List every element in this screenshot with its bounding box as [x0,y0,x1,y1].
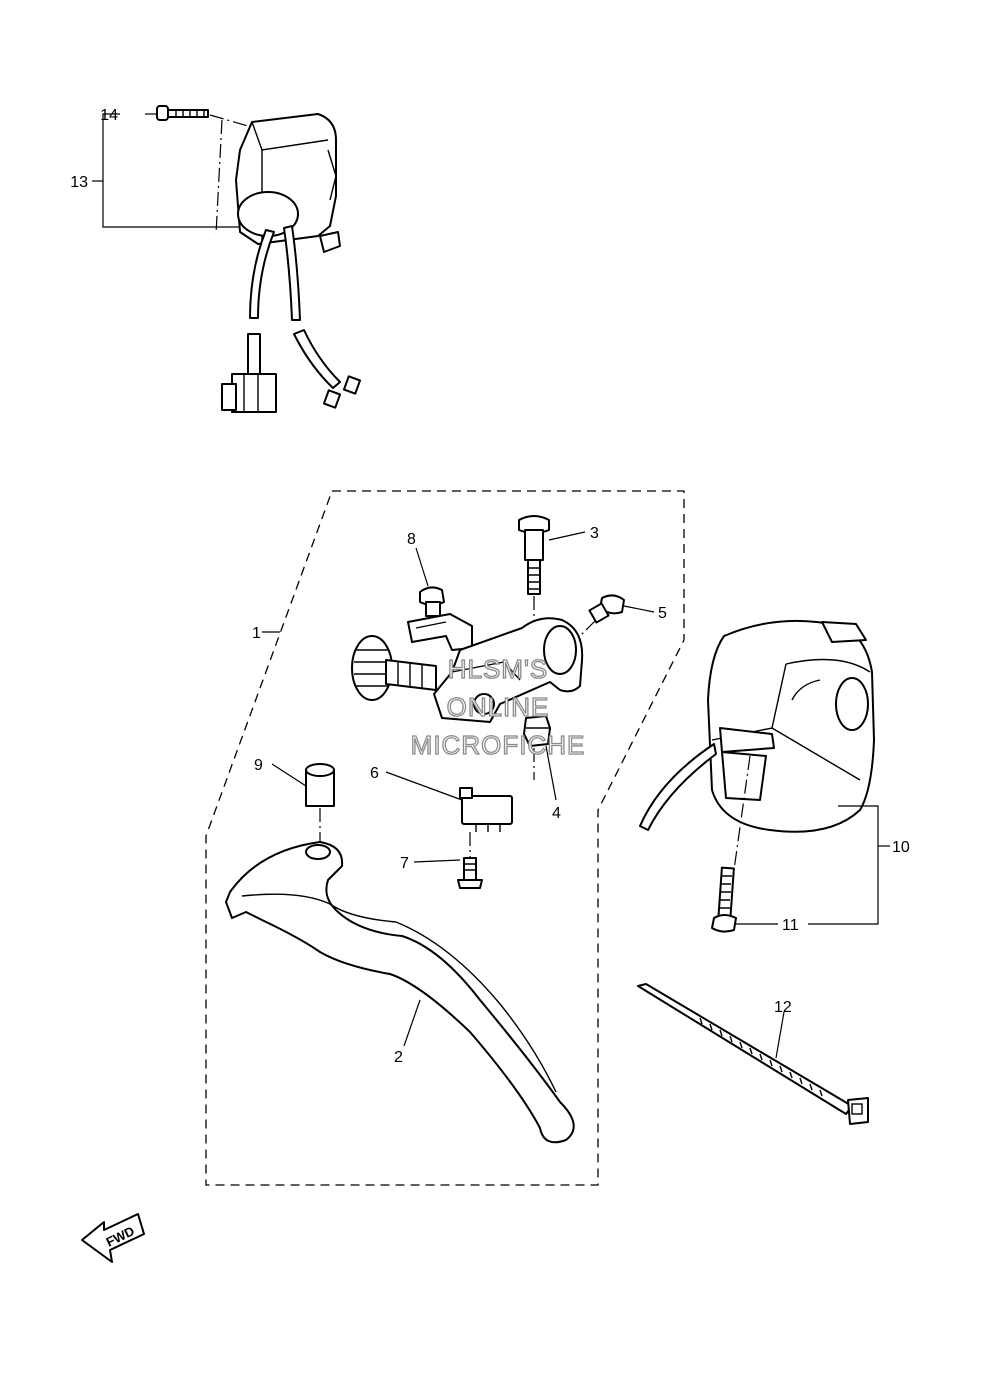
screw-8 [415,547,445,617]
watermark-line-2: ONLINE [447,692,550,722]
switch-6 [385,771,513,832]
watermark-line-1: HLSM'S [448,654,549,684]
watermark-line-3: MICROFICHE [411,730,586,760]
pivot-bolt-3 [518,515,586,640]
callout-13: 13 [70,174,88,191]
assembly-1-outline [205,490,685,1186]
callout-2: 2 [394,1049,403,1066]
nut-4 [523,715,557,801]
callout-14: 14 [100,107,118,124]
screw-14 [156,105,209,121]
fwd-arrow-icon: FWD [81,1213,145,1263]
screw-5 [575,594,655,641]
collar-9 [271,763,335,846]
callout-10: 10 [892,839,910,856]
screw-7 [413,832,483,889]
lever-holder [351,613,584,780]
callout-11: 11 [782,917,799,934]
cable-tie-12 [637,983,869,1125]
callout-7: 7 [400,855,409,872]
callout-9: 9 [254,757,263,774]
clutch-lever-2 [225,841,575,1144]
callout-3: 3 [590,525,599,542]
callout-1: 1 [252,625,261,642]
callout-12: 12 [774,999,792,1016]
callout-6: 6 [370,765,379,782]
callout-8: 8 [407,531,416,548]
handlebar-switch-left-assembly [92,105,362,413]
watermark: HLSM'S ONLINE MICROFICHE [410,653,586,760]
callout-5: 5 [658,605,667,622]
handlebar-switch-right-assembly [639,619,890,933]
callout-4: 4 [552,805,561,822]
